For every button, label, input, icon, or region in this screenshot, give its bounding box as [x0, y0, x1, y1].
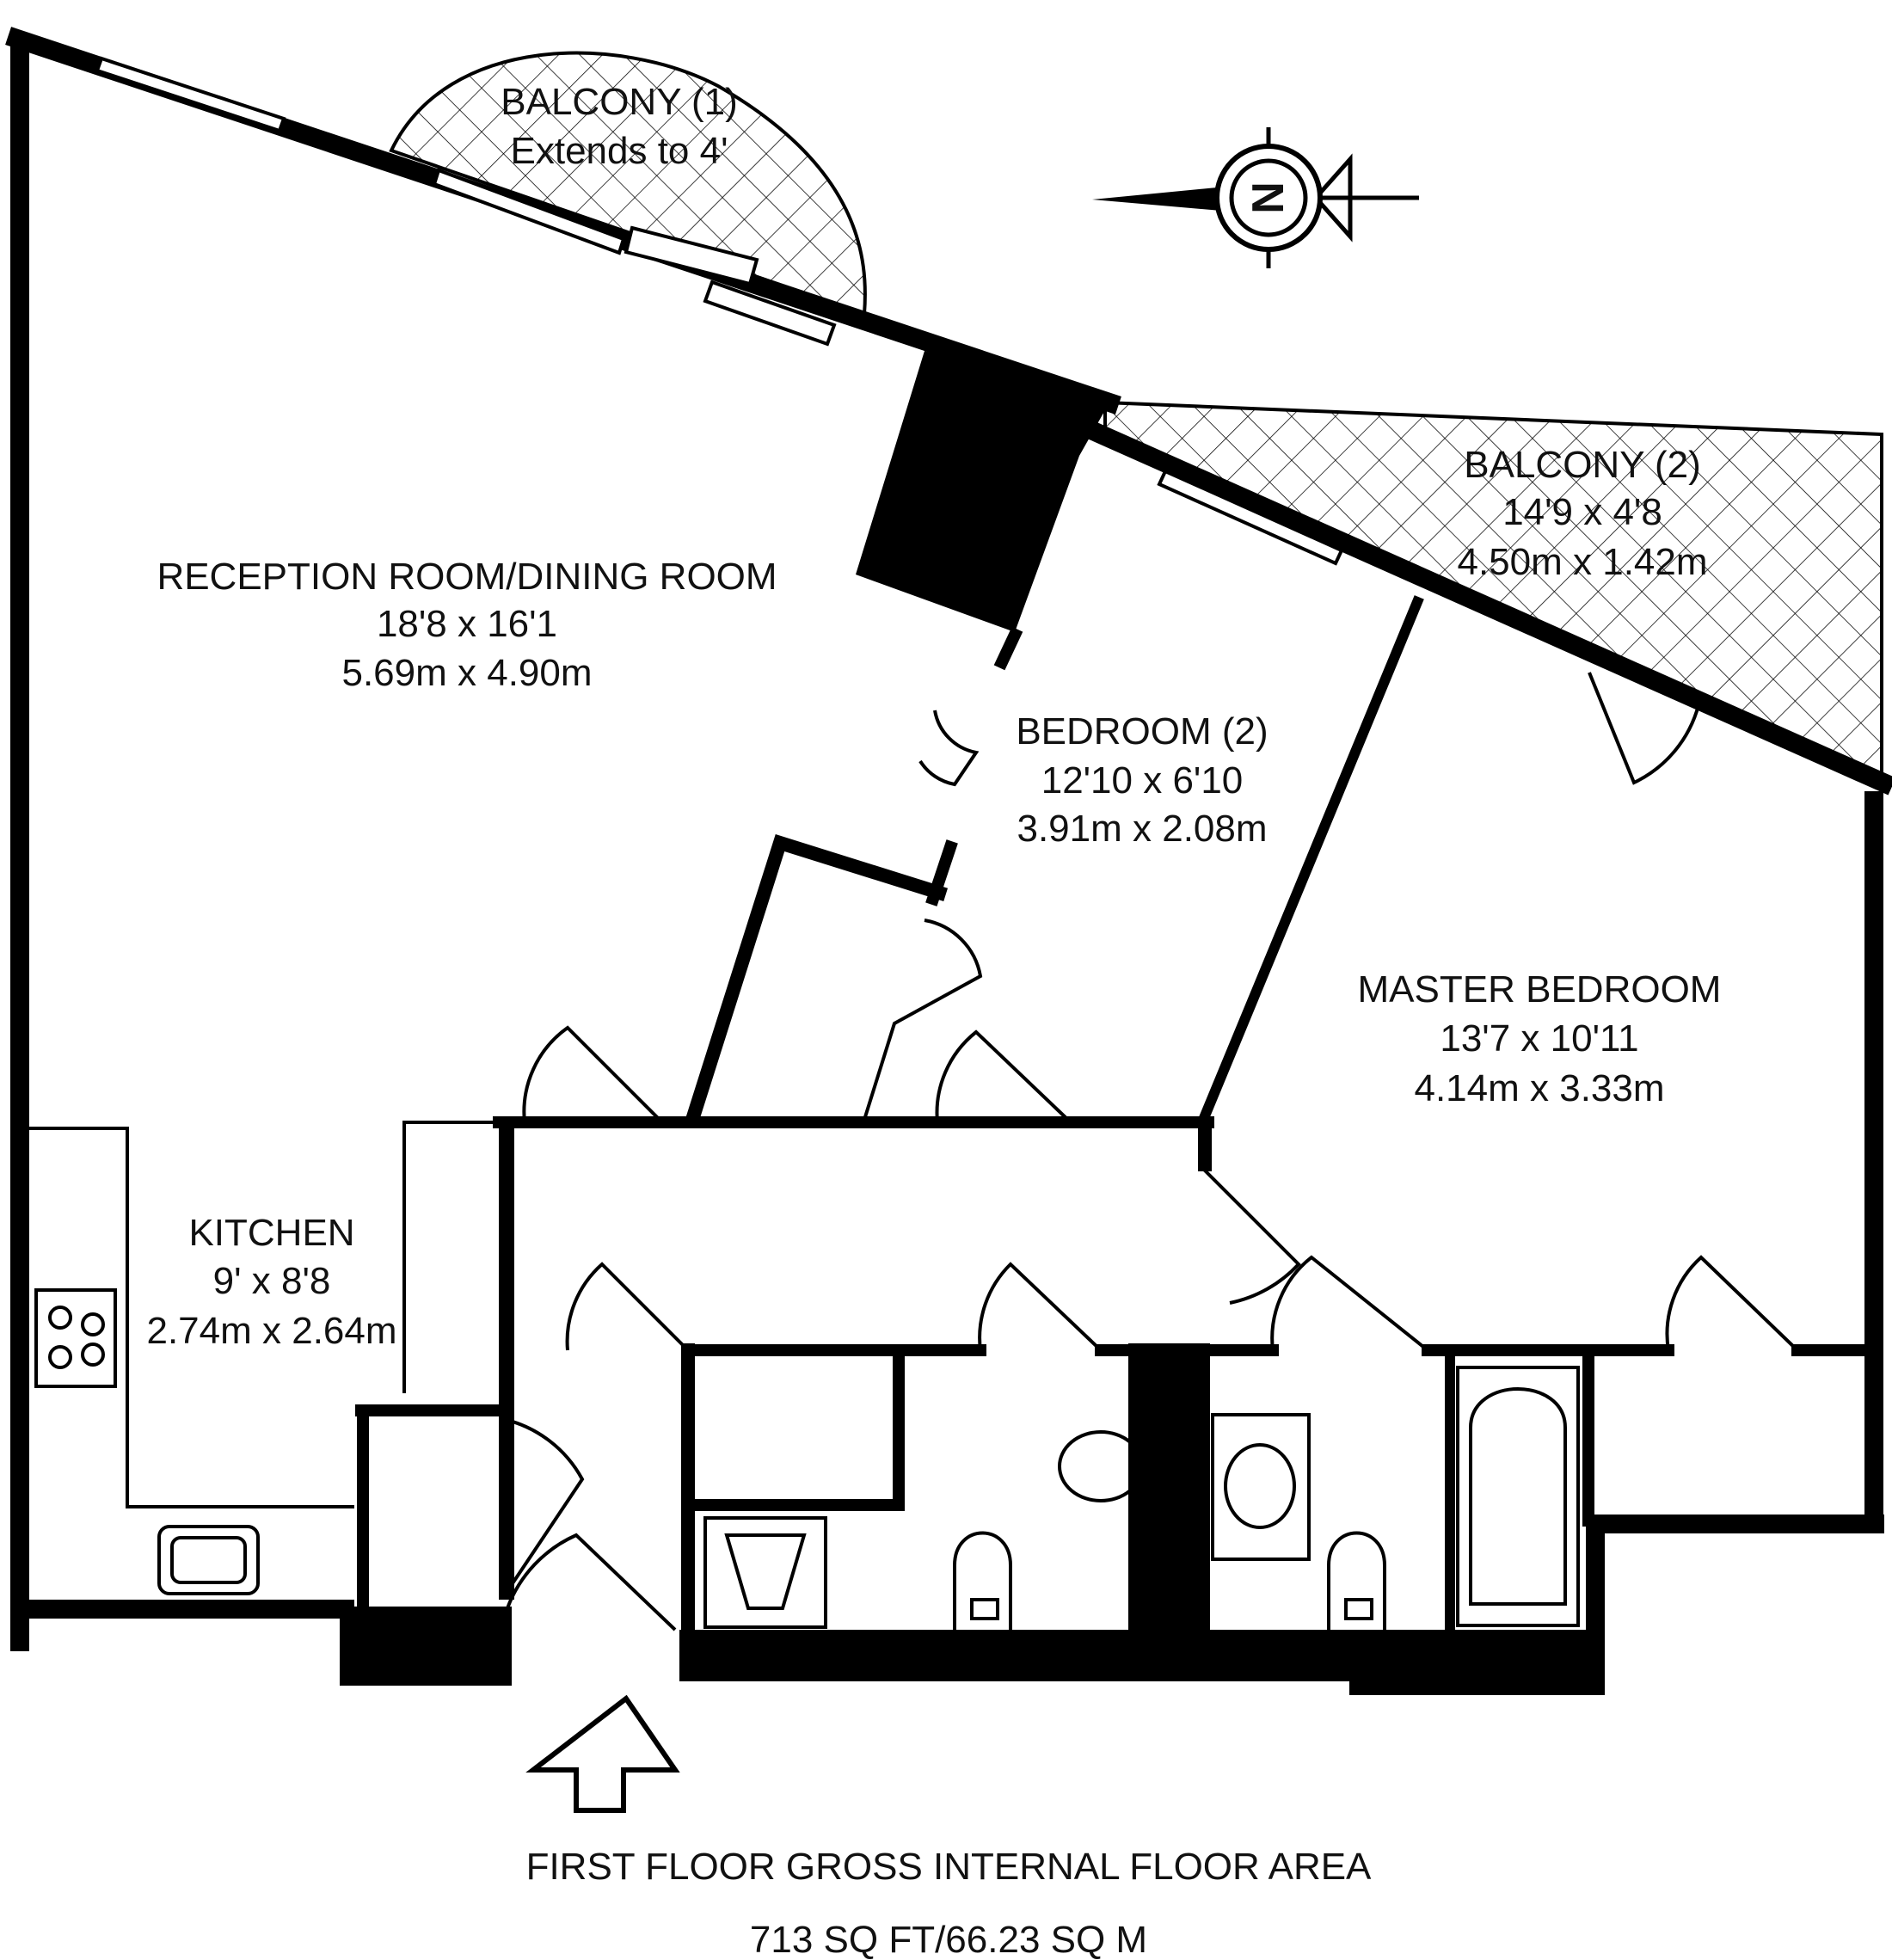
bedroom-2-name: BEDROOM (2) [1016, 710, 1268, 753]
balcony-2-imperial: 14'9 x 4'8 [1502, 491, 1662, 533]
reception-imperial: 18'8 x 16'1 [377, 603, 557, 645]
master-bedroom-label: MASTER BEDROOM 13'7 x 10'11 4.14m x 3.33… [1358, 968, 1722, 1109]
master-bedroom-name: MASTER BEDROOM [1358, 968, 1722, 1011]
kitchen-counters [29, 1121, 497, 1595]
balcony-2-metric: 4.50m x 1.42m [1457, 541, 1707, 583]
floor-area-title: FIRST FLOOR GROSS INTERNAL FLOOR AREA [526, 1846, 1372, 1888]
balcony-1-note: Extends to 4' [511, 130, 728, 172]
kitchen-sink [157, 1525, 260, 1595]
balcony-1-label: BALCONY (1) Extends to 4' [501, 81, 738, 172]
balcony-2-name: BALCONY (2) [1464, 444, 1701, 486]
floor-area-value: 713 SQ FT/66.23 SQ M [750, 1919, 1147, 1960]
kitchen-name: KITCHEN [188, 1212, 354, 1254]
hob [34, 1288, 117, 1388]
compass-letter: N [1244, 181, 1293, 214]
outer-walls [5, 27, 1892, 1695]
door-swings [502, 672, 1799, 1631]
reception-metric: 5.69m x 4.90m [341, 652, 592, 694]
kitchen-imperial: 9' x 8'8 [213, 1260, 331, 1302]
balcony-1-name: BALCONY (1) [501, 81, 738, 123]
master-bedroom-metric: 4.14m x 3.33m [1414, 1067, 1664, 1109]
bedroom-2-label: BEDROOM (2) 12'10 x 6'10 3.91m x 2.08m [1016, 710, 1268, 850]
balcony-1-area [389, 51, 867, 316]
reception-name: RECEPTION ROOM/DINING ROOM [157, 556, 777, 598]
balcony-2-label: BALCONY (2) 14'9 x 4'8 4.50m x 1.42m [1457, 444, 1707, 583]
chimney-block [856, 351, 1109, 632]
entrance-arrow [525, 1694, 680, 1813]
master-bedroom-imperial: 13'7 x 10'11 [1440, 1017, 1638, 1060]
interior-walls [355, 595, 1881, 1637]
compass-icon: N [1092, 127, 1419, 268]
bedroom-2-imperial: 12'10 x 6'10 [1041, 759, 1244, 802]
bedroom-2-metric: 3.91m x 2.08m [1017, 808, 1267, 850]
kitchen-label: KITCHEN 9' x 8'8 2.74m x 2.64m [146, 1212, 396, 1352]
reception-label: RECEPTION ROOM/DINING ROOM 18'8 x 16'1 5… [157, 556, 777, 694]
windows [95, 56, 1344, 566]
kitchen-metric: 2.74m x 2.64m [146, 1310, 396, 1352]
bathroom-fixtures [703, 1366, 1580, 1630]
